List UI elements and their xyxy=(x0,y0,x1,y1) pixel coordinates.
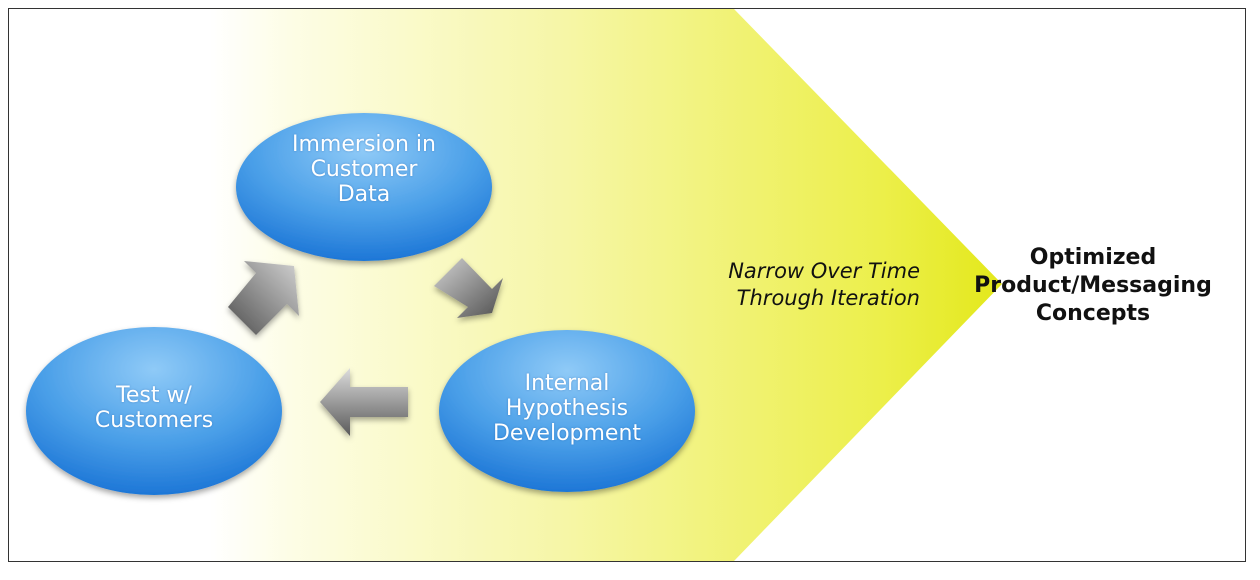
immersion-label: Immersion in Customer Data xyxy=(292,132,436,207)
test-label: Test w/ Customers xyxy=(94,383,214,433)
arrow-down-right-icon xyxy=(434,258,503,318)
arrow-up-right-icon xyxy=(228,261,299,335)
test-ellipse xyxy=(26,327,282,495)
hypothesis-label: Internal Hypothesis Development xyxy=(492,371,642,446)
result-label: Optimized Product/Messaging Concepts xyxy=(974,245,1212,326)
hypothesis-ellipse xyxy=(439,330,695,492)
arrow-left-icon xyxy=(320,368,408,436)
immersion-ellipse xyxy=(236,113,492,261)
funnel-label: Narrow Over Time Through Iteration xyxy=(728,259,920,310)
